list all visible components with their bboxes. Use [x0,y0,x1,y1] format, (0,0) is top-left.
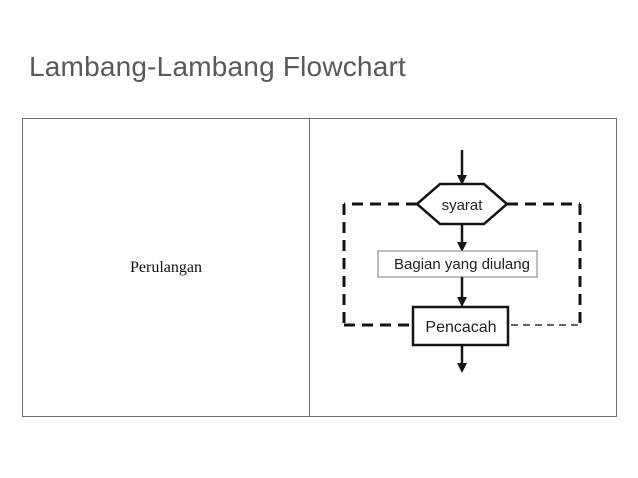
entry-arrow-down-icon [457,150,467,185]
loop-body-box [377,250,538,278]
condition-label: syarat [442,197,484,214]
loop-flowchart-diagram: syarat Bagian yang diulang Pencacah [342,150,582,373]
table-cell-symbol-name: Perulangan [23,119,310,416]
table-cell-symbol-diagram: syarat Bagian yang diulang Pencacah [310,119,616,416]
symbol-name-label: Perulangan [130,258,202,276]
condition-hexagon [415,182,509,226]
slide-title: Lambang-Lambang Flowchart [29,51,406,82]
dashed-loop-line [342,202,582,327]
exit-arrow-down-icon [457,346,467,373]
counter-box [411,305,510,347]
counter-label: Pencacah [425,319,496,336]
loop-body-label: Bagian yang diulang [394,256,530,273]
arrow-body-to-counter-icon [457,277,467,307]
flowchart-symbol-table: Perulangan [22,118,617,417]
arrow-condition-to-body-icon [457,225,467,252]
